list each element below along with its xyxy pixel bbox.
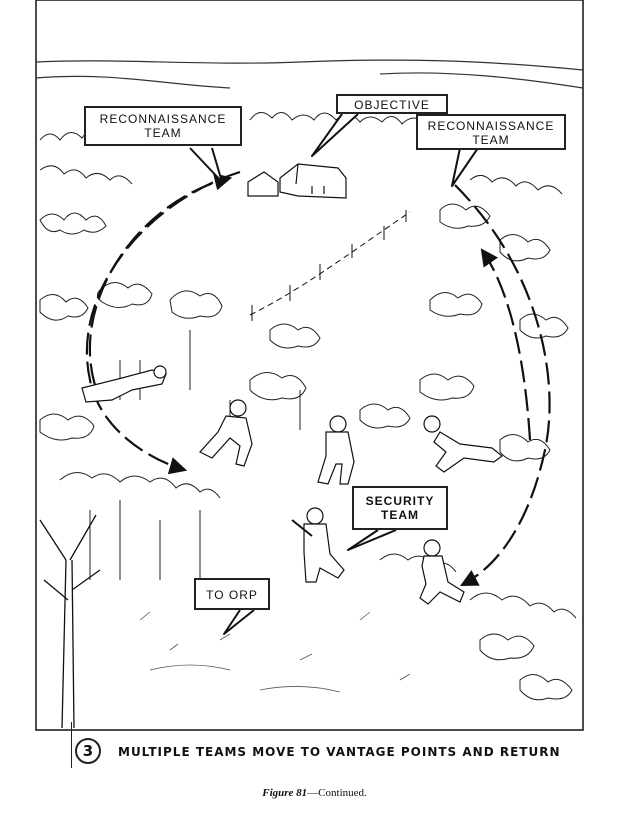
fence-line	[249, 210, 411, 321]
movement-arrows	[85, 170, 551, 587]
foreground-tree	[39, 514, 101, 729]
callout-to-orp: TO ORP	[194, 578, 270, 610]
callout-security-team-line2: TEAM	[381, 508, 419, 522]
callout-security-team-line1: SECURITY	[365, 494, 435, 508]
soldier-prone	[81, 365, 167, 403]
caption-left-rule	[71, 722, 72, 768]
soldier-crawling-right	[423, 415, 503, 473]
figure-caption: Figure 81—Continued.	[0, 787, 629, 799]
callout-objective: OBJECTIVE	[336, 94, 448, 114]
callout-recon-team-right-line2: TEAM	[472, 133, 510, 147]
ground-texture	[139, 611, 411, 693]
callout-recon-team-left-line1: RECONNAISSANCE	[99, 112, 227, 126]
callout-pointers	[189, 113, 479, 635]
soldier-crawling-left	[199, 399, 253, 467]
callout-recon-team-right-line1: RECONNAISSANCE	[427, 119, 555, 133]
foreground-woods	[59, 472, 577, 701]
callout-recon-team-right: RECONNAISSANCE TEAM	[416, 114, 566, 150]
figure-label: Figure 81	[262, 787, 308, 799]
distant-ridges	[35, 59, 584, 89]
right-woods	[419, 203, 569, 462]
caption-text: MULTIPLE TEAMS MOVE TO VANTAGE POINTS AN…	[118, 745, 561, 759]
caption-number-badge: 3	[75, 738, 101, 764]
soldier-center	[317, 415, 355, 485]
callout-security-team: SECURITY TEAM	[352, 486, 448, 530]
callout-recon-team-left-line2: TEAM	[144, 126, 182, 140]
soldier-security-kneeling	[291, 507, 345, 583]
callout-to-orp-label: TO ORP	[206, 588, 258, 602]
soldier-returning	[419, 539, 465, 605]
objective-buildings	[247, 163, 347, 199]
callout-recon-team-left: RECONNAISSANCE TEAM	[84, 106, 242, 146]
figure-suffix: —Continued.	[307, 787, 367, 799]
callout-objective-label: OBJECTIVE	[354, 98, 430, 112]
